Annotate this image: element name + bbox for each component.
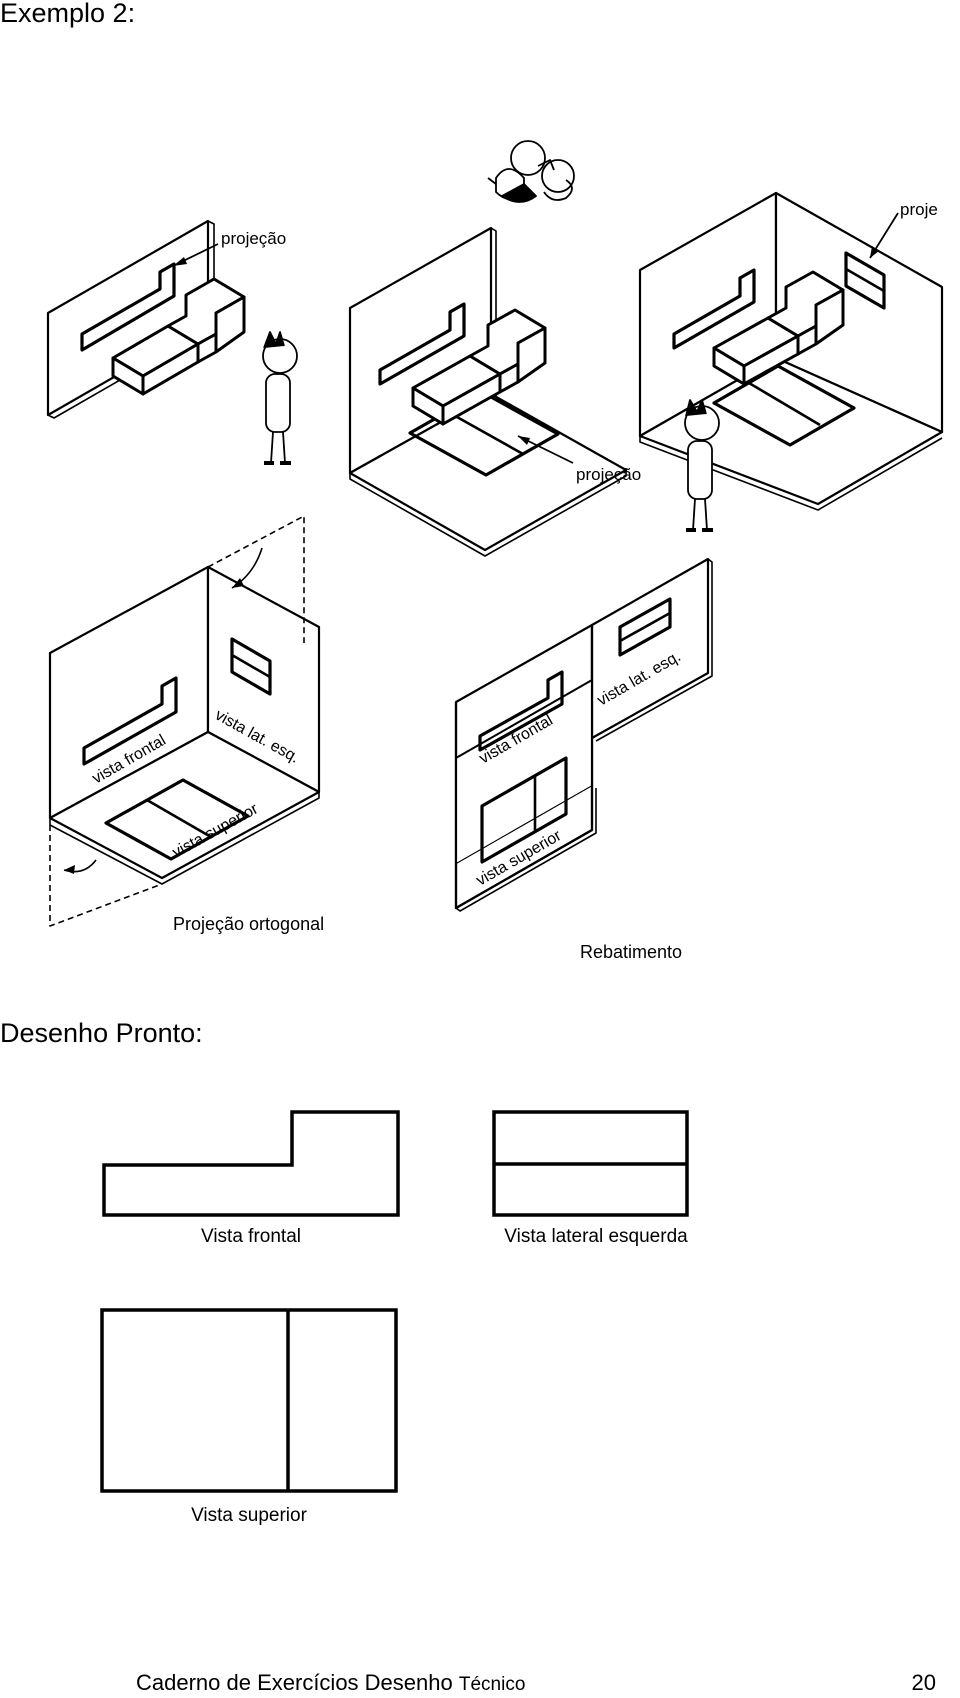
footer-title-end: Técnico <box>458 1674 526 1695</box>
front-view: Vista frontal <box>102 1110 400 1247</box>
isometric-projection-illustration: projeção projeção <box>46 140 944 962</box>
finished-orthographic-drawing: Vista frontal Vista lateral esquerda Vis… <box>100 1110 689 1526</box>
projecao-ortogonal-caption: Projeção ortogonal <box>173 914 324 934</box>
rebatimento-caption: Rebatimento <box>580 942 682 962</box>
front-projection-outline <box>80 262 176 352</box>
finished-drawing-heading: Desenho Pronto: <box>0 1018 203 1048</box>
isometric-block <box>712 270 845 386</box>
front-view-label: Vista frontal <box>201 1226 301 1247</box>
top-view: Vista superior <box>100 1308 398 1526</box>
panel-frontal-horizontal: projeção <box>348 226 641 557</box>
projection-label: projeção <box>221 229 286 248</box>
top-view-label: Vista superior <box>191 1505 307 1526</box>
panel-orthogonal-projection: vista frontal vista lat. esq. vista supe… <box>48 515 324 934</box>
left-side-view-label: Vista lateral esquerda <box>504 1226 688 1247</box>
example-heading: Exemplo 2: <box>0 0 136 28</box>
isometric-block <box>111 277 246 396</box>
page-number: 20 <box>911 1670 936 1695</box>
footer-title: Caderno de Exercícios Desenho Técnico <box>136 1670 526 1695</box>
panel-rebatimento: vista frontal vista lat. esq. vista supe… <box>454 557 713 962</box>
observer-figure <box>262 331 298 465</box>
footer-title-main: Caderno de Exercícios Desenho <box>136 1670 453 1695</box>
observer-figure-top <box>487 140 575 203</box>
left-side-view: Vista lateral esquerda <box>492 1110 689 1247</box>
panel-frontal-plane: projeção <box>46 219 286 419</box>
observer-figure <box>684 399 720 532</box>
projection-label: projeção <box>576 465 641 484</box>
isometric-block <box>411 308 547 426</box>
projection-label-cut: proje <box>900 200 938 219</box>
panel-three-planes: proje <box>638 191 944 511</box>
